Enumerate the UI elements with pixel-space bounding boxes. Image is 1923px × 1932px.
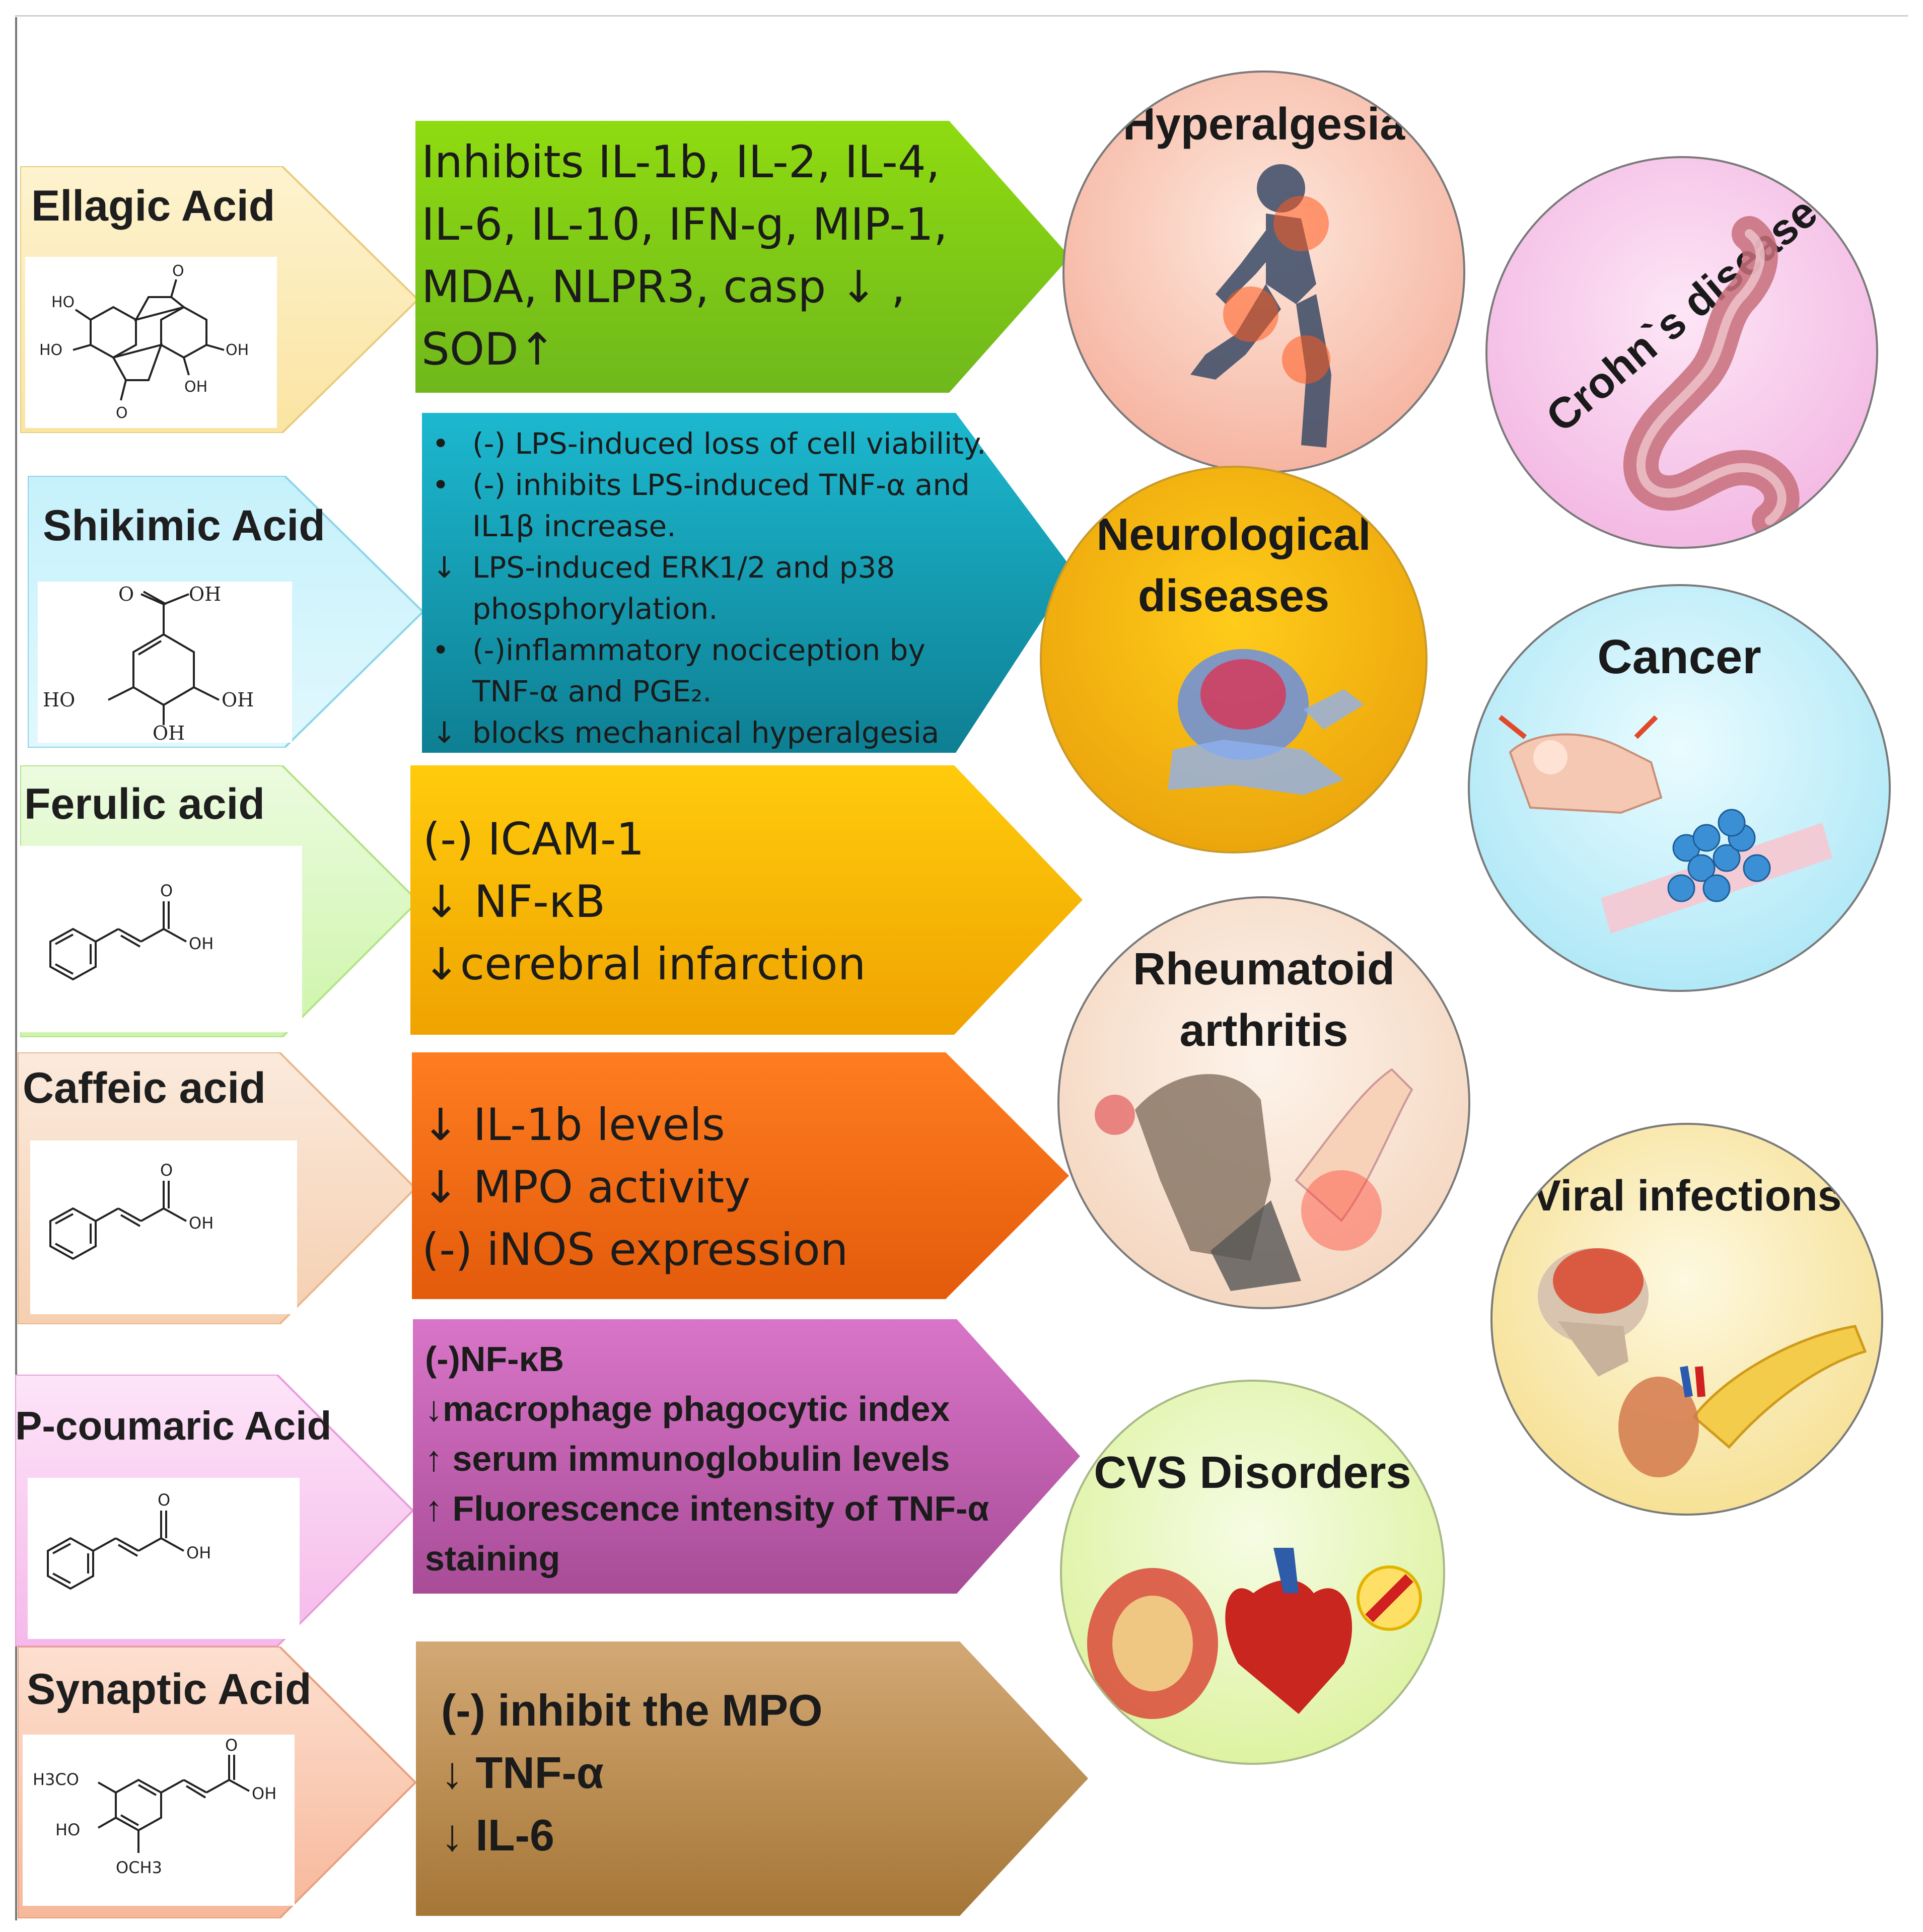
disease-title: CVS Disorders bbox=[1094, 1448, 1411, 1498]
ferulic-acid-structure: O OH bbox=[20, 846, 302, 1032]
struct-label: OH bbox=[222, 689, 254, 711]
acid-tag-ferulic: Ferulic acid O OH bbox=[20, 765, 423, 1037]
disease-title: arthritis bbox=[1179, 1006, 1348, 1056]
struct-label: OH bbox=[226, 341, 249, 359]
shikimic-acid-structure: O OH HO OH OH bbox=[38, 582, 292, 744]
disease-cvs-disorders: CVS Disorders bbox=[1060, 1380, 1445, 1765]
molecule-diagram: O OH bbox=[49, 881, 213, 981]
mechanism-arrow-shape bbox=[415, 121, 1070, 393]
mechanism-arrow-shape bbox=[416, 1641, 1088, 1916]
mechanism-arrow-caffeic: ↓ IL-1b levels ↓ MPO activity (-) iNOS e… bbox=[412, 1052, 1072, 1299]
disease-title: diseases bbox=[1137, 571, 1330, 621]
synaptic-acid-structure: O OH H3CO HO OCH3 bbox=[23, 1735, 295, 1906]
caffeic-acid-structure: O OH bbox=[30, 1140, 297, 1314]
mechanism-arrow-shikimic: •(-) LPS-induced loss of cell viability.… bbox=[422, 413, 1077, 753]
disease-title: Hyperalgesia bbox=[1122, 99, 1405, 150]
skull-pancreas-icon bbox=[1538, 1248, 1867, 1477]
left-border bbox=[15, 17, 17, 1920]
mechanism-line: IL-6, IL-10, IFN-g, MIP-1, bbox=[421, 198, 948, 250]
struct-label: OH bbox=[184, 378, 207, 396]
struct-label: H3CO bbox=[33, 1770, 79, 1789]
disease-title: Rheumatoid bbox=[1132, 944, 1395, 994]
acid-name: P-coumaric Acid bbox=[15, 1403, 332, 1448]
molecule-diagram: O OH bbox=[47, 1490, 211, 1590]
disease-title: Viral infections bbox=[1532, 1172, 1842, 1220]
mechanism-line: SOD↑ bbox=[421, 323, 556, 375]
mechanism-arrow-shape bbox=[410, 765, 1083, 1035]
acid-tag-shikimic: Shikimic Acid O OH HO OH OH bbox=[28, 476, 425, 748]
acid-tag-caffeic: Caffeic acid O OH bbox=[18, 1052, 420, 1324]
struct-label: O bbox=[160, 881, 173, 900]
acid-name: Shikimic Acid bbox=[43, 502, 325, 550]
mechanism-line: MDA, NLPR3, casp ↓ , bbox=[421, 261, 905, 313]
struct-label: OH bbox=[189, 1213, 213, 1233]
ellagic-acid-structure: O HO HO OH OH O bbox=[25, 257, 277, 428]
struct-label: O bbox=[118, 583, 134, 605]
mechanism-arrow-ellagic: Inhibits IL-1b, IL-2, IL-4, IL-6, IL-10,… bbox=[415, 121, 1075, 393]
intestine-icon bbox=[1623, 216, 1800, 538]
struct-label: O bbox=[158, 1490, 170, 1510]
disease-neurological: Neurological diseases bbox=[1040, 466, 1428, 853]
struct-label: O bbox=[116, 404, 128, 422]
mechanism-arrow-shape bbox=[412, 1052, 1069, 1299]
mechanism-arrow-ferulic: (-) ICAM-1 ↓ NF-κB ↓cerebral infarction bbox=[410, 765, 1085, 1035]
mechanism-arrow-synaptic: (-) inhibit the MPO ↓ TNF-α ↓ IL-6 bbox=[416, 1641, 1091, 1916]
struct-label: OH bbox=[189, 934, 213, 953]
struct-label: OH bbox=[186, 1543, 211, 1562]
mechanism-text: (-) ICAM-1 ↓ NF-κB ↓cerebral infarction bbox=[423, 813, 866, 990]
struct-label: O bbox=[160, 1161, 173, 1180]
mechanism-bullet: ↓blocks mechanical hyperalgesia bbox=[432, 715, 940, 750]
acid-name: Synaptic Acid bbox=[27, 1665, 312, 1713]
mechanism-text: ↓ IL-1b levels ↓ MPO activity (-) iNOS e… bbox=[422, 1099, 848, 1275]
acid-tag-ellagic: Ellagic Acid O HO HO OH OH O bbox=[20, 166, 423, 433]
molecule-diagram: O OH HO OH OH bbox=[43, 583, 254, 744]
struct-label: OH bbox=[189, 583, 221, 605]
mechanism-text: Inhibits IL-1b, IL-2, IL-4, IL-6, IL-10,… bbox=[421, 131, 948, 381]
p-coumaric-acid-structure: O OH bbox=[28, 1478, 300, 1639]
acid-tag-p-coumaric: P-coumaric Acid O OH bbox=[15, 1375, 418, 1647]
disease-title: Cancer bbox=[1597, 630, 1761, 684]
acid-name: Ellagic Acid bbox=[31, 182, 275, 230]
struct-label: OH bbox=[252, 1784, 276, 1803]
runner-pain-icon bbox=[1190, 164, 1331, 448]
mechanism-text: (-)NF-κB ↓macrophage phagocytic index ↑ … bbox=[425, 1339, 989, 1578]
mechanism-arrow-shape bbox=[413, 1319, 1080, 1594]
disease-hyperalgesia: Hyperalgesia bbox=[1062, 70, 1465, 473]
mechanism-arrow-shape bbox=[422, 413, 1074, 753]
struct-label: HO bbox=[51, 294, 75, 311]
acid-tag-synaptic: Synaptic Acid O OH H3CO bbox=[18, 1647, 420, 1918]
disease-title: Neurological bbox=[1096, 510, 1371, 560]
struct-label: O bbox=[225, 1736, 238, 1755]
struct-label: OCH3 bbox=[116, 1858, 162, 1877]
struct-label: HO bbox=[55, 1820, 80, 1839]
tumor-cells-icon bbox=[1498, 715, 1832, 934]
disease-crohns: Crohn`s disease bbox=[1485, 156, 1878, 549]
heart-icon bbox=[1087, 1548, 1422, 1719]
acid-name: Caffeic acid bbox=[23, 1064, 266, 1112]
mechanism-line: Inhibits IL-1b, IL-2, IL-4, bbox=[421, 136, 940, 188]
mechanism-text: •(-) LPS-induced loss of cell viability.… bbox=[422, 423, 986, 753]
struct-label: OH bbox=[153, 722, 185, 743]
molecule-diagram: O OH H3CO HO OCH3 bbox=[33, 1736, 276, 1877]
top-border bbox=[15, 15, 1908, 17]
mechanism-bullet: •(-) LPS-induced loss of cell viability. bbox=[432, 426, 986, 461]
molecule-diagram: O HO HO OH OH O bbox=[39, 262, 249, 422]
mechanism-text: (-) inhibit the MPO ↓ TNF-α ↓ IL-6 bbox=[441, 1685, 823, 1860]
molecule-diagram: O OH bbox=[49, 1161, 213, 1260]
mechanism-arrow-p-coumaric: (-)NF-κB ↓macrophage phagocytic index ↑ … bbox=[413, 1319, 1083, 1594]
acid-name: Ferulic acid bbox=[24, 780, 265, 828]
struct-label: HO bbox=[39, 341, 62, 359]
brain-icon bbox=[1168, 649, 1364, 795]
struct-label: O bbox=[172, 262, 184, 280]
disease-rheumatoid-arthritis: Rheumatoid arthritis bbox=[1057, 896, 1470, 1309]
struct-label: HO bbox=[43, 689, 75, 711]
disease-viral-infections: Viral infections bbox=[1490, 1123, 1883, 1516]
inflamed-hand-icon bbox=[1095, 1068, 1413, 1291]
disease-cancer: Cancer bbox=[1468, 584, 1891, 992]
